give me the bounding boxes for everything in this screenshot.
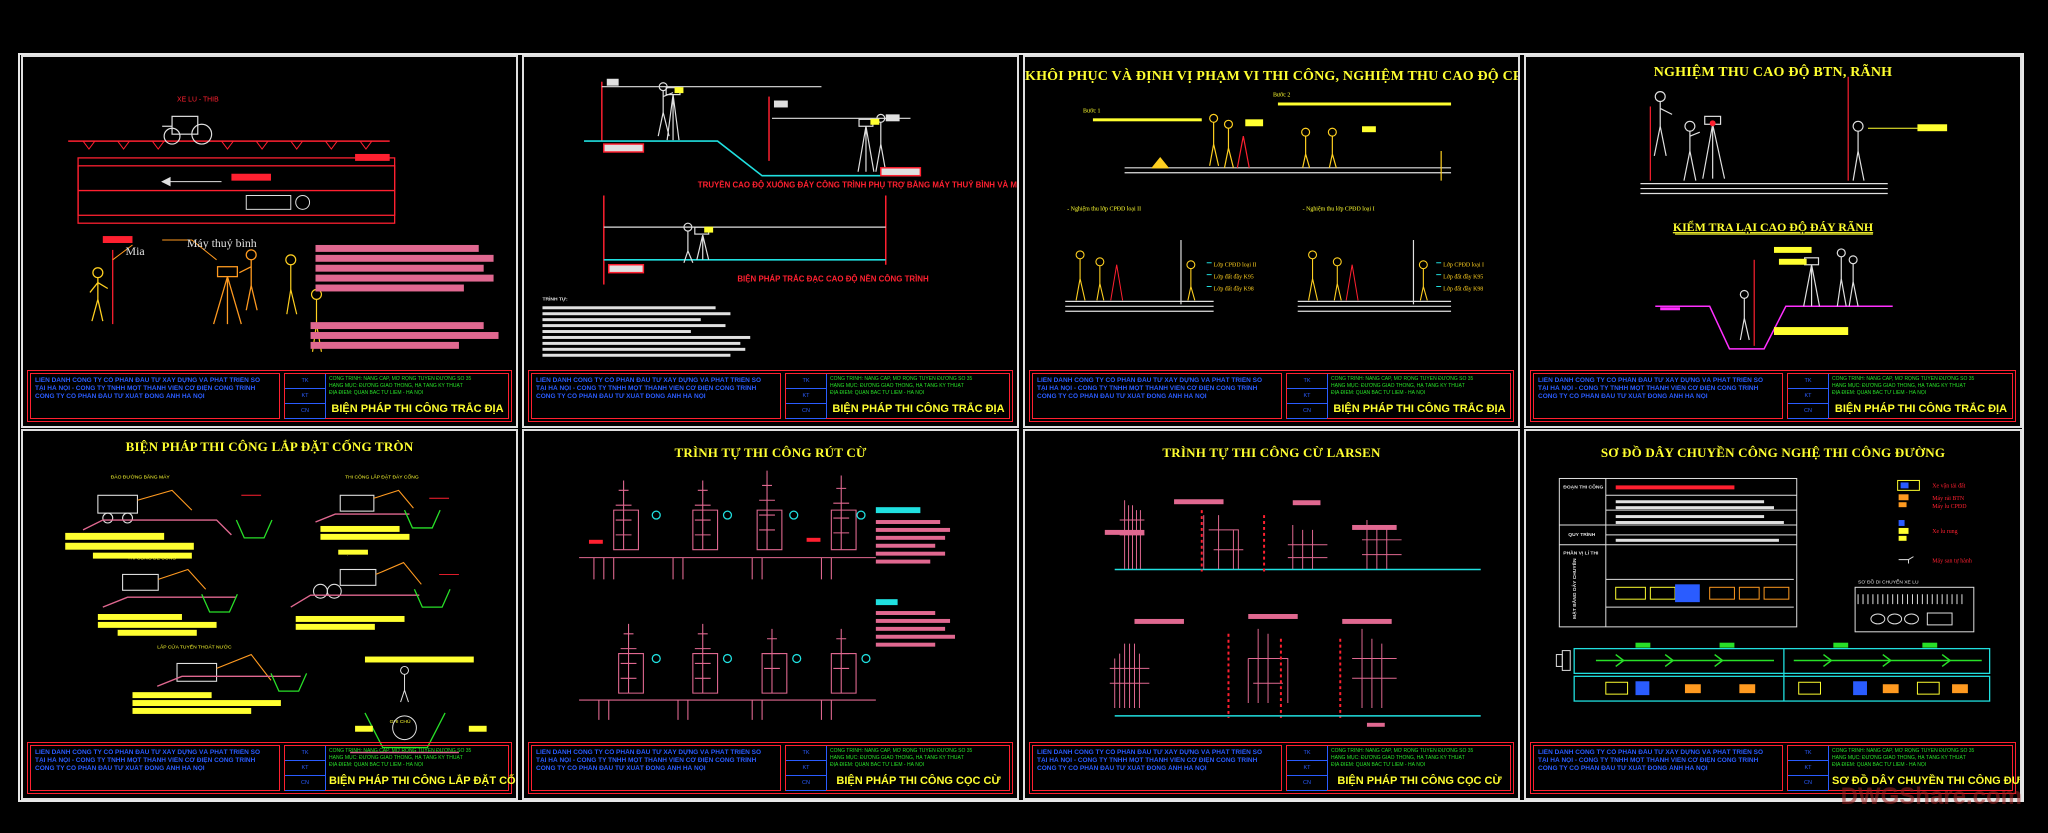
svg-text:MẶT BẰNG DÂY CHUYỀN: MẶT BẰNG DÂY CHUYỀN (1570, 558, 1578, 619)
survey-drawing-4: KIỂM TRA LẠI CAO ĐỘ ĐÁY RÃNH (1640, 76, 1948, 350)
sheet-road-flow[interactable]: SƠ ĐỒ DÂY CHUYỀN CÔNG NGHỆ THI CÔNG ĐƯỜN… (1524, 429, 2022, 800)
drawing-name: BIỆN PHÁP THI CÔNG TRẮC ĐỊA (832, 403, 1005, 415)
row-cpdd-2: - Nghiệm thu lớp CPĐD loại II (1067, 206, 1141, 212)
svg-text:GHI CHÚ: GHI CHÚ (390, 718, 411, 725)
title-block: LIÊN DANH CÔNG TY CỔ PHẦN ĐẦU TƯ XÂY DỰN… (27, 370, 512, 422)
svg-text:Xe lu rung: Xe lu rung (1932, 529, 1957, 535)
svg-text:Máy lu CPĐD: Máy lu CPĐD (1932, 504, 1967, 510)
step-1: Bước 1 (1083, 108, 1100, 114)
sheet-survey-1[interactable]: XE LU - THIB Mia Máy thuỷ bình LIÊN DANH… (21, 55, 518, 428)
svg-text:Lớp CPĐD loại I: Lớp CPĐD loại I (1443, 263, 1484, 269)
title-block: LIÊN DANH CÔNG TY CỔ PHẦN ĐẦU TƯ XÂY DỰN… (528, 742, 1013, 794)
caption-survey: BIỆN PHÁP TRẮC ĐẠC CAO ĐỘ NỀN CÔNG TRÌNH (737, 274, 929, 284)
sheet-survey-2[interactable]: TRUYỀN CAO ĐỘ XUỐNG ĐÁY CÔNG TRÌNH PHỤ T… (522, 55, 1019, 428)
title-block: LIÊN DANH CÔNG TY CỔ PHẦN ĐẦU TƯ XÂY DỰN… (1530, 742, 2021, 794)
title-block: LIÊN DANH CÔNG TY CỔ PHẦN ĐẦU TƯ XÂY DỰN… (27, 742, 516, 794)
svg-text:Xe vận tải đất: Xe vận tải đất (1932, 482, 1965, 489)
culvert-drawing: ĐÀO ĐƯỜNG BẰNG MÁY THI CÔNG LẮP ĐẶT ĐÁY … (65, 472, 487, 754)
watermark-logo: DWGShare.com (1840, 783, 2022, 810)
sheet-title: KHÔI PHỤC VÀ ĐỊNH VỊ PHẠM VI THI CÔNG, N… (1025, 69, 1520, 84)
drawing-name: BIỆN PHÁP THI CÔNG TRẮC ĐỊA (331, 403, 504, 415)
notes-heading: TRÌNH TỰ: (542, 294, 568, 302)
sheet-pile-extraction[interactable]: TRÌNH TỰ THI CÔNG RÚT CỪ (522, 429, 1019, 800)
title-block: LIÊN DANH CÔNG TY CỔ PHẦN ĐẦU TƯ XÂY DỰN… (1530, 370, 2016, 422)
title-block-company: LIÊN DANH CÔNG TY CỔ PHẦN ĐẦU TƯ XÂY DỰN… (30, 373, 280, 419)
sheet-title: TRÌNH TỰ THI CÔNG RÚT CỪ (674, 445, 867, 460)
title-block: LIÊN DANH CÔNG TY CỔ PHẦN ĐẦU TƯ XÂY DỰN… (528, 370, 1013, 422)
drawing-name: BIỆN PHÁP THI CÔNG TRẮC ĐỊA (1834, 403, 2008, 415)
larsen-pile-drawing (1104, 499, 1481, 727)
svg-text:Máy rải BTN: Máy rải BTN (1932, 496, 1965, 502)
drawing-name: BIỆN PHÁP THI CÔNG TRẮC ĐỊA (1333, 403, 1506, 415)
svg-text:Máy san tự hành: Máy san tự hành (1932, 559, 1972, 565)
pile-extraction-drawing (579, 470, 955, 720)
drawing-name: SƠ ĐỒ DÂY CHUYỀN THI CÔNG ĐƯỜNG (1832, 775, 2021, 787)
title-block: LIÊN DANH CÔNG TY CỔ PHẦN ĐẦU TƯ XÂY DỰN… (1029, 742, 1514, 794)
svg-text:Lớp đất đầy K95: Lớp đất đầy K95 (1443, 274, 1483, 281)
sheet-title: SƠ ĐỒ DÂY CHUYỀN CÔNG NGHỆ THI CÔNG ĐƯỜN… (1600, 445, 1946, 460)
svg-text:QUY TRÌNH: QUY TRÌNH (1568, 530, 1596, 538)
sheet-culvert[interactable]: BIỆN PHÁP THI CÔNG LẮP ĐẶT CỐNG TRÒN ĐÀO… (21, 429, 518, 800)
svg-text:Lớp CPĐD loại II: Lớp CPĐD loại II (1214, 263, 1257, 269)
sheet-title: TRÌNH TỰ THI CÔNG CỪ LARSEN (1162, 445, 1381, 460)
sheet-title: BIỆN PHÁP THI CÔNG LẮP ĐẶT CỐNG TRÒN (125, 439, 414, 454)
drawing-name: BIỆN PHÁP THI CÔNG CỌC CỪ (836, 775, 1001, 787)
subtitle-ditch-check: KIỂM TRA LẠI CAO ĐỘ ĐÁY RÃNH (1673, 219, 1874, 234)
road-flow-drawing: ĐOẠN THI CÔNG QUY TRÌNH PHẦN VỊ LÍ THI M… (1555, 477, 1991, 702)
caption-transfer: TRUYỀN CAO ĐỘ XUỐNG ĐÁY CÔNG TRÌNH PHỤ T… (698, 180, 1017, 190)
mia-label: Mia (126, 244, 146, 258)
sheet-title: NGHIỆM THU CAO ĐỘ BTN, RÃNH (1653, 65, 1893, 80)
title-block: LIÊN DANH CÔNG TY CỔ PHẦN ĐẦU TƯ XÂY DỰN… (1029, 370, 1514, 422)
roller-label: XE LU - THIB (177, 97, 219, 104)
drawing-name: BIỆN PHÁP THI CÔNG LẮP ĐẶT CỐNG TRÒN (329, 775, 516, 787)
svg-text:THI CÔNG LẮP ĐẶT ĐÁY CỐNG: THI CÔNG LẮP ĐẶT ĐÁY CỐNG (345, 472, 419, 480)
survey-drawing-1: XE LU - THIB Mia Máy thuỷ bình (68, 97, 499, 352)
svg-text:SƠ ĐỒ DI CHUYỂN XE LU: SƠ ĐỒ DI CHUYỂN XE LU (1858, 578, 1919, 585)
survey-drawing-3: Bước 1 Bước 2 - Nghiệm thu lớp CPĐD loại… (1065, 93, 1484, 312)
row-cpdd-1: - Nghiệm thu lớp CPĐD loại I (1303, 206, 1375, 212)
svg-text:Lớp đất đầy K98: Lớp đất đầy K98 (1443, 285, 1483, 292)
survey-drawing-2: TRUYỀN CAO ĐỘ XUỐNG ĐÁY CÔNG TRÌNH PHỤ T… (542, 78, 1017, 357)
sheet-larsen-pile[interactable]: TRÌNH TỰ THI CÔNG CỪ LARSEN LIÊN (1023, 429, 1520, 800)
sheet-survey-4[interactable]: NGHIỆM THU CAO ĐỘ BTN, RÃNH KIỂM TRA LẠI… (1524, 55, 2022, 428)
step-2: Bước 2 (1273, 93, 1290, 99)
svg-text:Lớp đất đầy K95: Lớp đất đầy K95 (1214, 274, 1254, 281)
drawing-name: BIỆN PHÁP THI CÔNG CỌC CỪ (1337, 775, 1502, 787)
svg-text:Lớp đất đầy K98: Lớp đất đầy K98 (1214, 285, 1254, 292)
sheet-survey-3[interactable]: KHÔI PHỤC VÀ ĐỊNH VỊ PHẠM VI THI CÔNG, N… (1023, 55, 1520, 428)
svg-text:ĐOẠN THI CÔNG: ĐOẠN THI CÔNG (1563, 482, 1603, 490)
svg-text:LẮP CỬA TUYẾN THOÁT NƯỚC: LẮP CỬA TUYẾN THOÁT NƯỚC (157, 643, 232, 651)
svg-text:ĐÀO ĐƯỜNG BẰNG MÁY: ĐÀO ĐƯỜNG BẰNG MÁY (111, 472, 171, 480)
instrument-label: Máy thuỷ bình (187, 236, 257, 250)
svg-text:PHẦN VỊ LÍ THI: PHẦN VỊ LÍ THI (1563, 549, 1599, 557)
outer-frame (18, 53, 2024, 802)
